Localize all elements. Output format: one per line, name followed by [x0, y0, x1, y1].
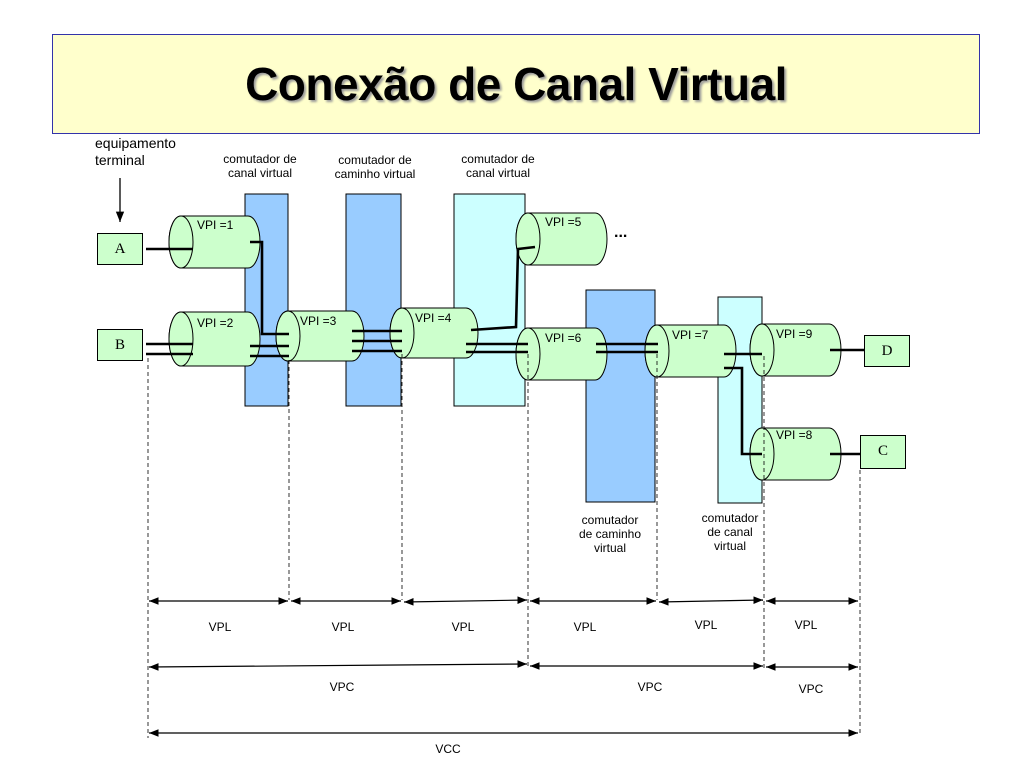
vc-switch-2-label-line: canal virtual — [465, 166, 531, 180]
vpi-3-cylinder — [275, 310, 365, 362]
vp-switch-1-label-line: comutador de — [338, 153, 412, 167]
terminal-equipment-label: equipamento terminal — [95, 135, 176, 169]
vpi-2-cylinder — [168, 311, 261, 367]
vp-switch-2-label: comutador de caminho virtual — [565, 513, 655, 555]
vc-switch-3-label: comutador de canal virtual — [690, 511, 770, 553]
title-box: Conexão de Canal Virtual — [52, 34, 980, 134]
terminal-label-line-2: terminal — [95, 152, 145, 168]
terminal-c: C — [860, 435, 906, 469]
vpl-arrow-5 — [658, 596, 764, 606]
vc-switch-2 — [453, 193, 526, 407]
terminal-label-line-1: equipamento — [95, 135, 176, 151]
vc-switch-3-label-line: de canal — [707, 525, 753, 539]
vpl-label-4: VPL — [573, 620, 597, 634]
vpi-7-label: VPI =7 — [672, 328, 709, 342]
connection-wires — [146, 240, 865, 456]
vc-switch-1-label-line: canal virtual — [227, 166, 293, 180]
page-title: Conexão de Canal Virtual — [245, 58, 787, 110]
vpi-9-label: VPI =9 — [776, 327, 813, 341]
vpi-1-cylinder — [168, 215, 261, 269]
vpi-4-cylinder — [389, 307, 479, 359]
vpc-label-2: VPC — [637, 680, 663, 694]
vpi-2-label: VPI =2 — [197, 316, 234, 330]
vc-switch-2-label: comutador de canal virtual — [450, 152, 546, 180]
vpc-arrow-1 — [148, 660, 528, 671]
ellipsis: ... — [614, 224, 628, 241]
vpl-label-6: VPL — [794, 618, 818, 632]
terminal-d: D — [864, 335, 910, 367]
vc-switch-1-label: comutador de canal virtual — [212, 152, 308, 180]
vpi-3-label: VPI =3 — [300, 314, 337, 328]
vpc-label-3: VPC — [798, 682, 824, 696]
vp-switch-1-label: comutador de caminho virtual — [322, 153, 428, 181]
vp-switch-2 — [585, 289, 656, 503]
vpi-8-label: VPI =8 — [776, 428, 813, 442]
vpi-5-label: VPI =5 — [545, 215, 582, 229]
vp-switch-2-label-line: de caminho — [578, 527, 642, 541]
vpi-6-label: VPI =6 — [545, 331, 582, 345]
dashed-guides — [147, 354, 861, 738]
vp-cylinders — [168, 212, 842, 481]
vp-switch-2-label-line: comutador — [581, 513, 639, 527]
vpi-4-label: VPI =4 — [415, 311, 452, 325]
vpi-1-label: VPI =1 — [197, 218, 234, 232]
vc-switch-2-label-line: comutador de — [461, 152, 535, 166]
vpl-arrow-3 — [403, 596, 528, 606]
vpl-label-2: VPL — [331, 620, 355, 634]
vcc-label: VCC — [435, 742, 461, 756]
vpl-label-5: VPL — [694, 618, 718, 632]
vc-switch-3-label-line: comutador — [701, 511, 759, 525]
measure-arrows — [148, 596, 858, 737]
vp-switch-1 — [345, 193, 402, 407]
vpi-5-cylinder — [515, 212, 608, 266]
vc-switch-1 — [244, 193, 289, 407]
vp-switch-1-label-line: caminho virtual — [334, 167, 416, 181]
vp-switch-2-label-line: virtual — [593, 541, 626, 555]
terminal-a: A — [97, 233, 143, 265]
vpl-label-3: VPL — [451, 620, 475, 634]
terminal-b: B — [97, 329, 143, 361]
vpi-9-cylinder — [749, 323, 842, 377]
vc-switch-1-label-line: comutador de — [223, 152, 297, 166]
vpl-label-1: VPL — [208, 620, 232, 634]
vpc-label-1: VPC — [329, 680, 355, 694]
vc-switch-3-label-line: virtual — [713, 539, 746, 553]
